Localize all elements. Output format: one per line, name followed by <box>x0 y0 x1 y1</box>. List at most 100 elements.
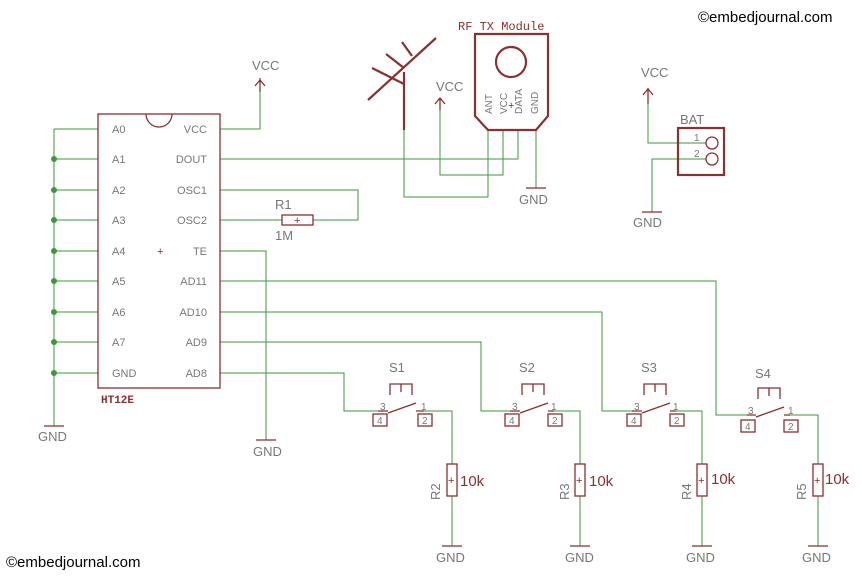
pin-ad10: AD10 <box>179 307 207 319</box>
resistor-r2: + R2 10k <box>428 463 485 500</box>
svg-text:+: + <box>698 475 704 487</box>
gnd-symbol-r5: GND <box>802 545 831 565</box>
svg-text:10k: 10k <box>460 473 485 490</box>
svg-text:4: 4 <box>745 422 751 433</box>
svg-text:4: 4 <box>631 416 637 427</box>
switch-s3: S3 3 1 4 2 <box>626 360 685 427</box>
switch-s2: S2 3 1 4 2 <box>504 360 563 427</box>
pin-ad9: AD9 <box>186 337 207 349</box>
svg-text:+: + <box>576 475 582 487</box>
rf-pin-ant: ANT <box>484 94 495 114</box>
gnd-symbol-bus: GND <box>38 425 67 444</box>
encoder-marker: + <box>157 246 163 258</box>
svg-text:2: 2 <box>674 416 680 427</box>
battery-pin-1: 1 <box>694 133 700 144</box>
svg-text:R2: R2 <box>428 483 443 500</box>
svg-text:+: + <box>448 475 454 487</box>
pin-a5: A5 <box>112 276 125 288</box>
svg-text:10k: 10k <box>825 471 850 488</box>
pin-osc1: OSC1 <box>177 185 207 197</box>
watermark-top: ©embedjournal.com <box>698 9 832 26</box>
wires <box>53 72 819 546</box>
switch-s4: S4 3 1 4 2 <box>740 366 799 433</box>
pin-dout: DOUT <box>176 154 207 166</box>
svg-text:VCC: VCC <box>436 79 463 94</box>
pin-a0: A0 <box>112 124 125 136</box>
svg-text:R5: R5 <box>794 483 809 500</box>
svg-text:2: 2 <box>552 416 558 427</box>
gnd-symbol-r4: GND <box>686 545 715 565</box>
resistor-r5: + R5 10k <box>794 463 850 500</box>
gnd-symbol-r2: GND <box>436 545 465 565</box>
svg-text:3: 3 <box>634 402 640 413</box>
svg-text:R3: R3 <box>557 483 572 500</box>
svg-text:GND: GND <box>802 550 831 565</box>
r1-value: 1M <box>275 228 293 243</box>
svg-text:GND: GND <box>686 550 715 565</box>
vcc-symbol-encoder: VCC <box>252 58 279 92</box>
svg-text:2: 2 <box>422 416 428 427</box>
battery-name: BAT <box>680 112 704 127</box>
svg-text:GND: GND <box>253 444 282 459</box>
pin-ad8: AD8 <box>186 368 207 380</box>
gnd-symbol-r3: GND <box>565 545 594 565</box>
svg-text:GND: GND <box>633 215 662 230</box>
pin-a3: A3 <box>112 215 125 227</box>
svg-text:3: 3 <box>512 402 518 413</box>
svg-text:S2: S2 <box>519 360 535 375</box>
svg-text:+: + <box>814 475 820 487</box>
pin-a2: A2 <box>112 185 125 197</box>
gnd-symbol-rf: GND <box>519 187 548 207</box>
junction-dots <box>51 156 57 376</box>
encoder-name: HT12E <box>101 395 134 407</box>
svg-text:VCC: VCC <box>252 58 279 73</box>
pin-a7: A7 <box>112 337 125 349</box>
svg-text:3: 3 <box>380 402 386 413</box>
svg-text:2: 2 <box>788 422 794 433</box>
svg-text:1: 1 <box>421 402 427 413</box>
svg-text:+: + <box>294 215 300 227</box>
svg-text:4: 4 <box>509 416 515 427</box>
svg-text:S1: S1 <box>389 360 405 375</box>
svg-text:1: 1 <box>551 402 557 413</box>
rf-tx-module: RF TX Module ANT VCC DATA GND + <box>458 20 550 132</box>
vcc-symbol-rf: VCC <box>434 79 463 110</box>
resistor-r3: + R3 10k <box>557 463 614 500</box>
switch-s1: S1 3 1 4 2 <box>372 360 433 427</box>
svg-text:GND: GND <box>38 429 67 444</box>
pin-gnd: GND <box>112 368 137 380</box>
pin-te: TE <box>193 246 207 258</box>
svg-text:10k: 10k <box>711 471 736 488</box>
watermark-bottom: ©embedjournal.com <box>6 554 140 571</box>
svg-text:3: 3 <box>748 406 754 417</box>
rf-module-title: RF TX Module <box>458 20 544 34</box>
rf-pin-gnd: GND <box>530 92 541 114</box>
rf-pin-data: DATA <box>514 88 525 114</box>
pin-a1: A1 <box>112 154 125 166</box>
gnd-symbol-battery: GND <box>633 211 662 230</box>
svg-text:1: 1 <box>673 402 679 413</box>
r1-name: R1 <box>275 197 292 212</box>
svg-text:4: 4 <box>377 416 383 427</box>
svg-text:GND: GND <box>565 550 594 565</box>
pin-a6: A6 <box>112 307 125 319</box>
svg-text:GND: GND <box>519 192 548 207</box>
svg-text:1: 1 <box>788 406 794 417</box>
pin-vcc: VCC <box>184 124 207 136</box>
battery-connector: BAT 1 2 <box>676 112 726 177</box>
resistor-r1: + R1 1M <box>275 197 314 243</box>
resistor-r4: + R4 10k <box>679 463 736 500</box>
svg-text:S3: S3 <box>641 360 657 375</box>
battery-pin-2: 2 <box>694 149 700 160</box>
pin-ad11: AD11 <box>180 276 207 288</box>
svg-text:R4: R4 <box>679 483 694 500</box>
pin-a4: A4 <box>112 246 125 258</box>
rf-pin-vcc: VCC <box>499 93 510 114</box>
svg-text:10k: 10k <box>589 473 614 490</box>
pin-osc2: OSC2 <box>177 215 207 227</box>
gnd-symbol-te: GND <box>253 439 282 459</box>
svg-text:S4: S4 <box>755 366 771 381</box>
svg-text:VCC: VCC <box>641 65 668 80</box>
antenna-icon <box>367 37 437 130</box>
